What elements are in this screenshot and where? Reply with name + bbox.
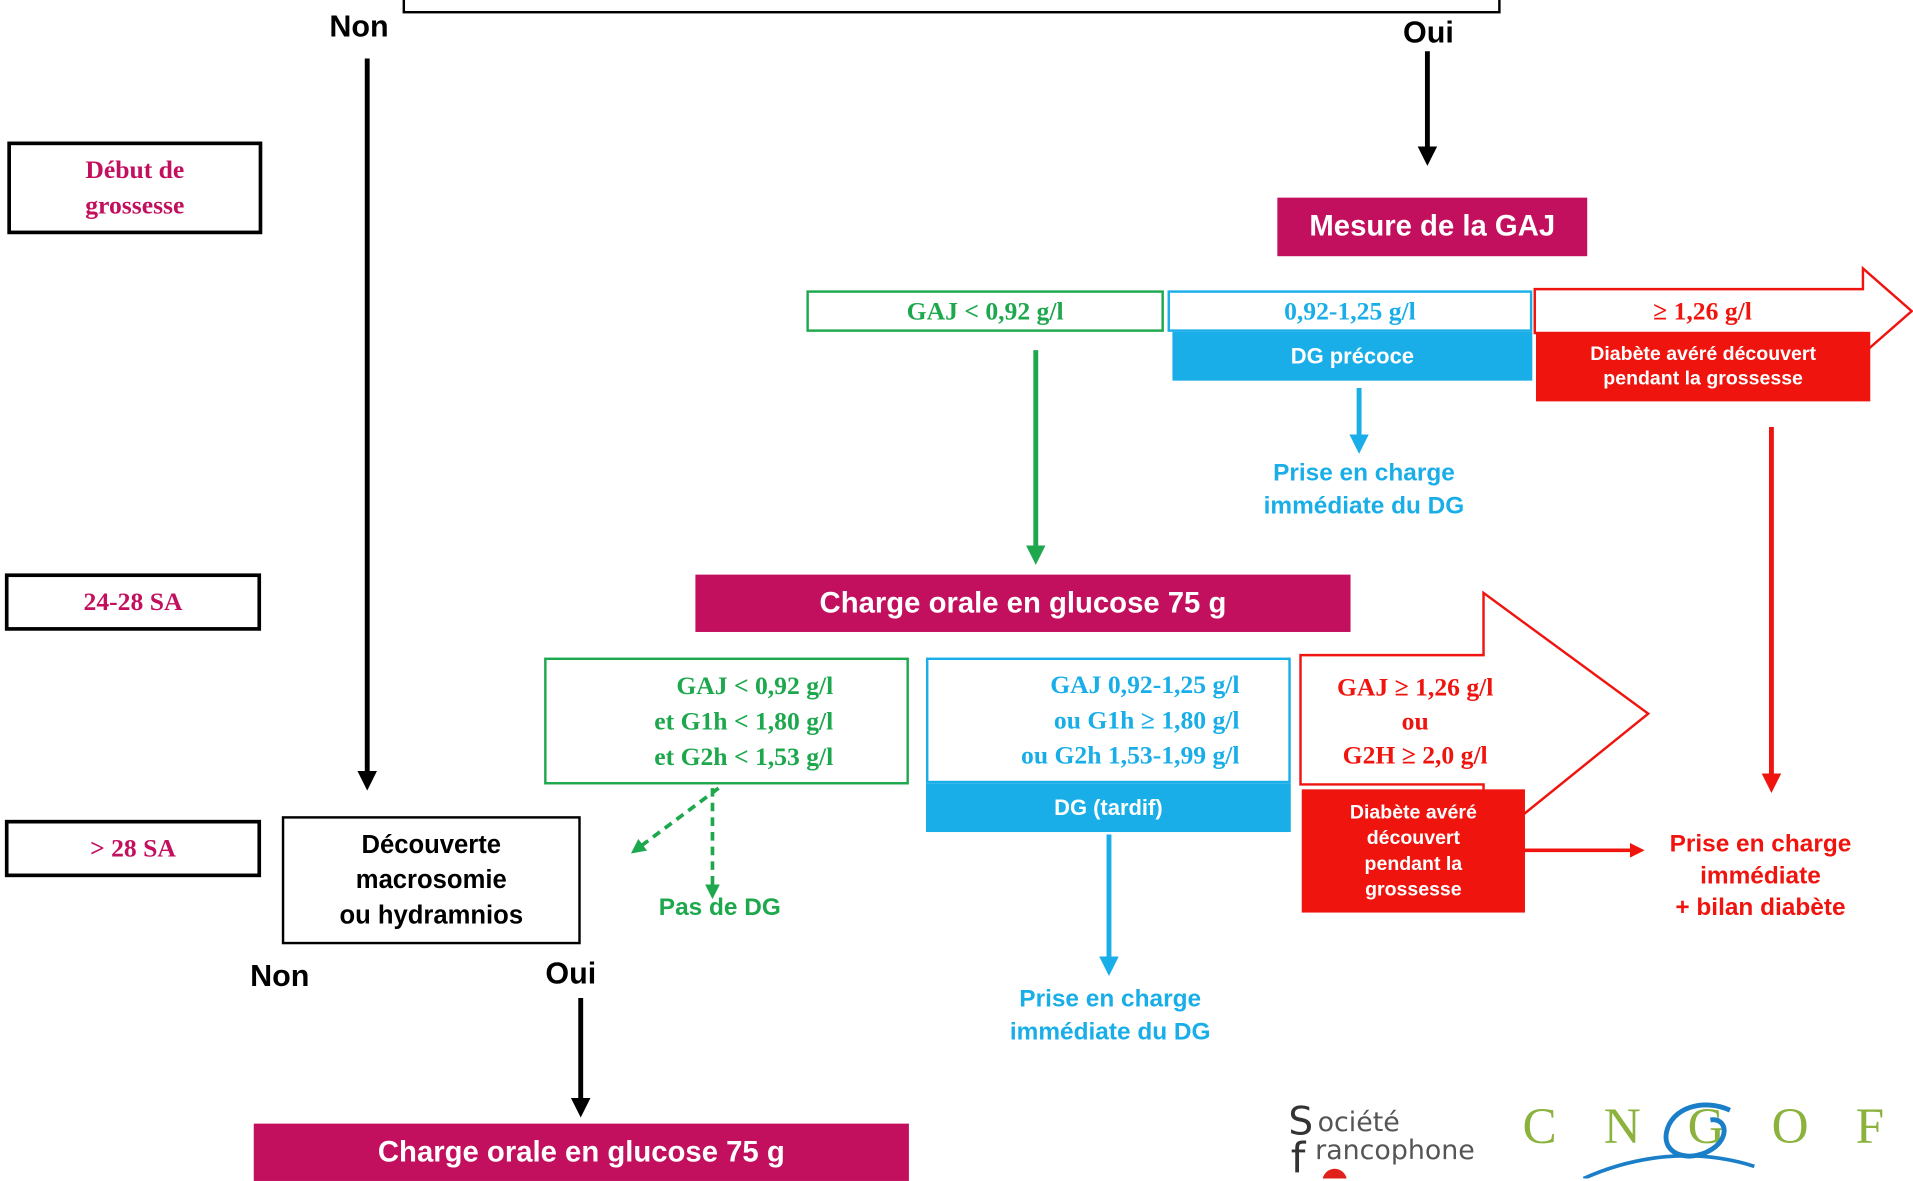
sfd-logo-red-dot — [1322, 1168, 1347, 1179]
sfd-logo-line2: rancophone — [1315, 1135, 1475, 1167]
pas-de-dg: Pas de DG — [658, 894, 781, 922]
dg-precoce-box: DG précoce — [1172, 331, 1533, 381]
stage-debut-grossesse: Début de grossesse — [7, 141, 263, 235]
prise-en-charge-dg-precoce: Prise en charge immédiate du DG — [1263, 459, 1465, 520]
cngof-logo-swirl — [1582, 1102, 1755, 1179]
dg-criteria-box: GAJ 0,92-1,25 g/l ou G1h ≥ 1,80 g/l ou G… — [925, 657, 1291, 784]
gaj-mid-box: 0,92-1,25 g/l — [1167, 290, 1533, 332]
prise-en-charge-dg-tardif: Prise en charge immédiate du DG — [1009, 985, 1211, 1046]
cngof-logo-text: C N G O F — [1522, 1099, 1902, 1156]
mesure-gaj-box: Mesure de la GAJ — [1277, 197, 1588, 257]
sfd-logo-s: S — [1288, 1100, 1314, 1145]
sfd-logo-f: f — [1290, 1134, 1306, 1179]
stage-over-28-sa: > 28 SA — [4, 819, 262, 878]
diabete-avere-box: Diabète avéré découvert pendant la gross… — [1535, 331, 1871, 402]
diabete-criteria-arrow-shape — [1299, 590, 1651, 850]
dg-tardif-box: DG (tardif) — [925, 783, 1291, 833]
branch-non-bottom: Non — [250, 958, 310, 994]
diabete-avere-box-2: Diabète avéré découvert pendant la gross… — [1301, 789, 1525, 913]
decouverte-box: Découverte macrosomie ou hydramnios — [281, 816, 581, 945]
arrow-normal-dashed-left — [630, 786, 720, 854]
stage-24-28-sa: 24-28 SA — [4, 573, 262, 631]
cngof-logo: C N G O F — [1522, 1093, 1913, 1179]
normal-criteria-box: GAJ < 0,92 g/l et G1h < 1,80 g/l et G2h … — [544, 657, 909, 785]
sfd-logo-line1: ociété — [1317, 1107, 1400, 1139]
prise-en-charge-bilan: Prise en charge immédiate + bilan diabèt… — [1669, 830, 1852, 922]
charge-orale-box-1: Charge orale en glucose 75 g — [695, 574, 1351, 632]
branch-oui-top: Oui — [1403, 15, 1454, 51]
gaj-high-label: ≥ 1,26 g/l — [1653, 295, 1752, 326]
charge-orale-box-2: Charge orale en glucose 75 g — [253, 1123, 909, 1181]
gaj-low-box: GAJ < 0,92 g/l — [806, 290, 1164, 332]
branch-oui-bottom: Oui — [545, 956, 597, 991]
diabete-criteria-label: GAJ ≥ 1,26 g/l ou G2H ≥ 2,0 g/l — [1336, 672, 1494, 770]
branch-non-top: Non — [329, 9, 389, 44]
top-condition-box — [402, 0, 1501, 14]
sfd-logo: S ociété f rancophone — [1288, 1100, 1508, 1179]
